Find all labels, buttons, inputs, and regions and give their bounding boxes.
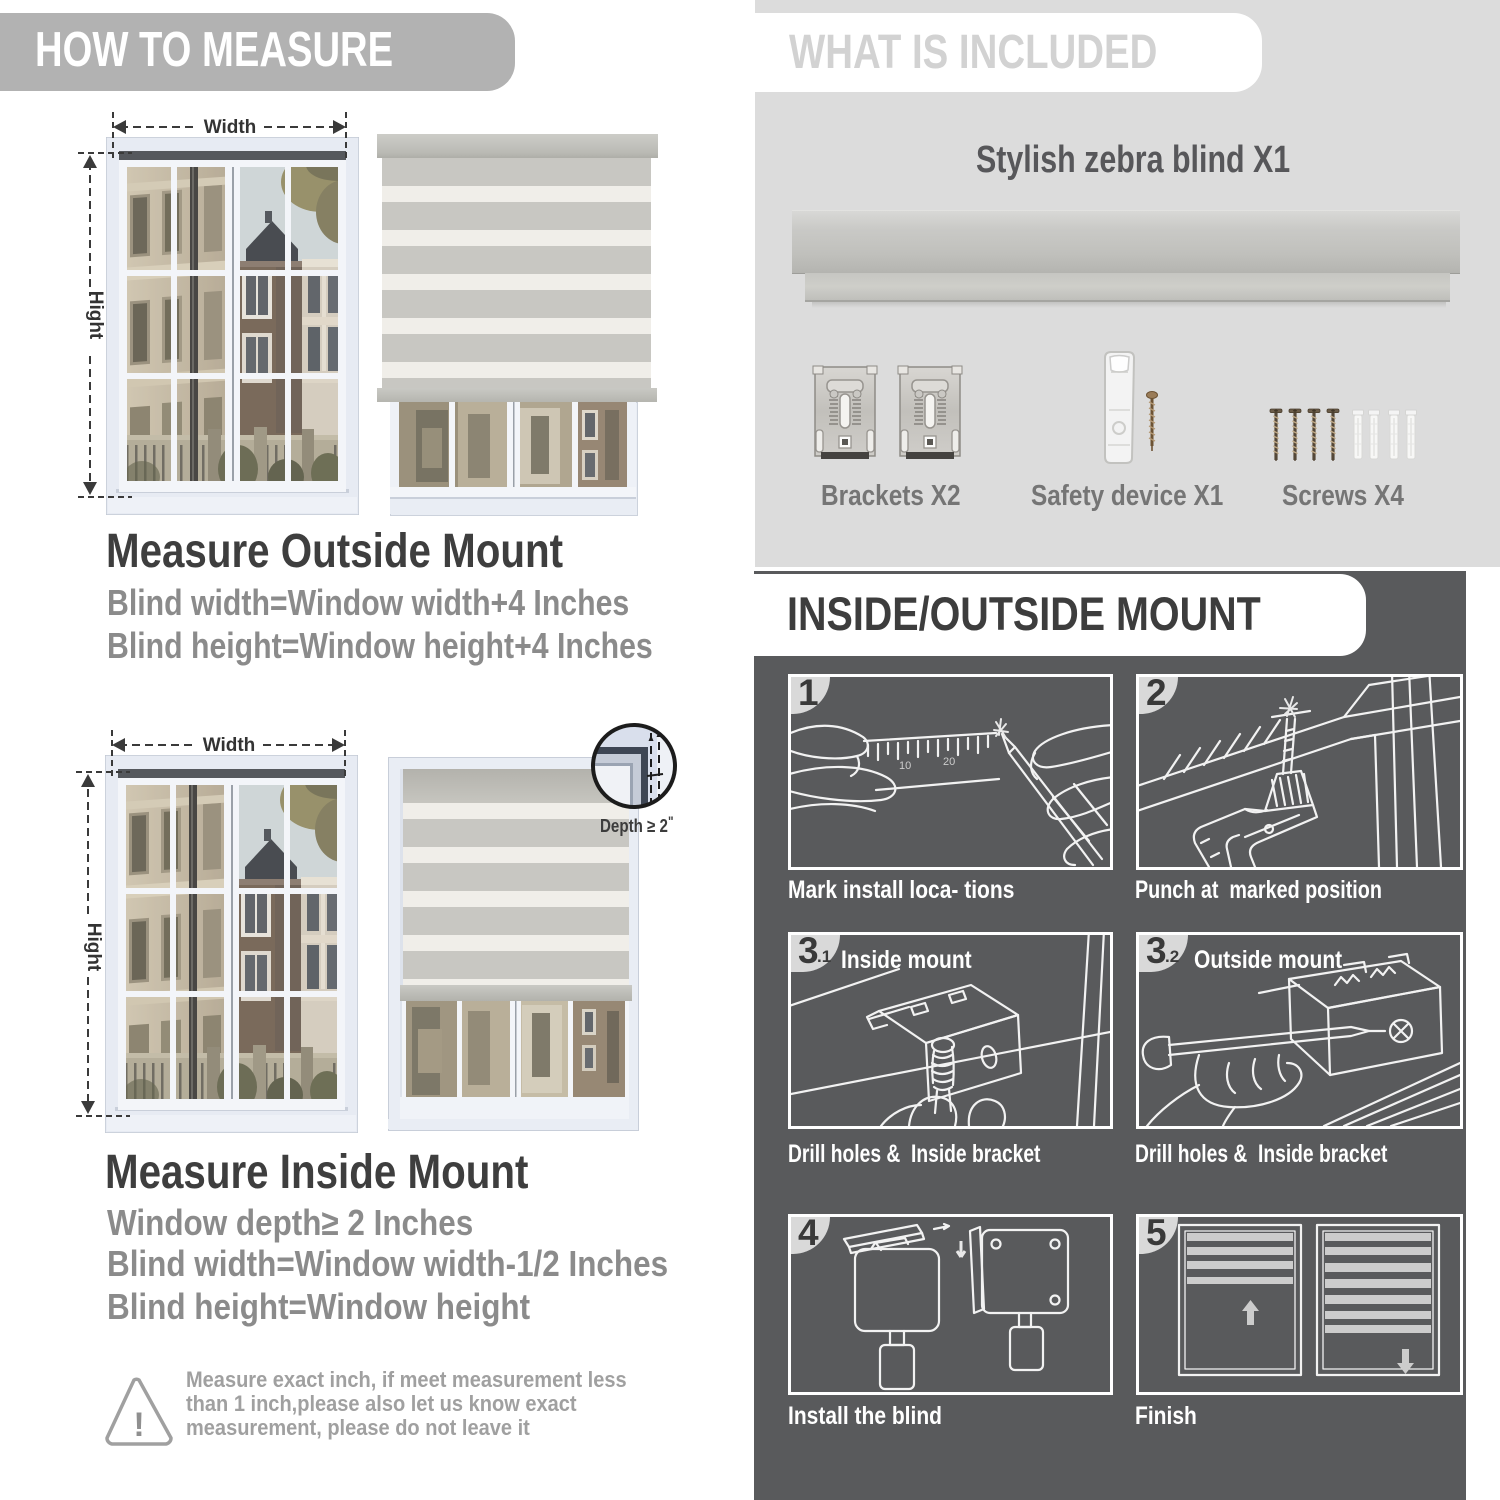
svg-text:Hight: Hight — [83, 923, 104, 972]
svg-text:10: 10 — [899, 760, 911, 772]
svg-text:Width: Width — [204, 117, 257, 138]
svg-text:!: ! — [133, 1406, 144, 1444]
svg-text:Hight: Hight — [85, 291, 106, 340]
svg-text:20: 20 — [943, 756, 955, 768]
svg-text:Width: Width — [203, 735, 256, 756]
